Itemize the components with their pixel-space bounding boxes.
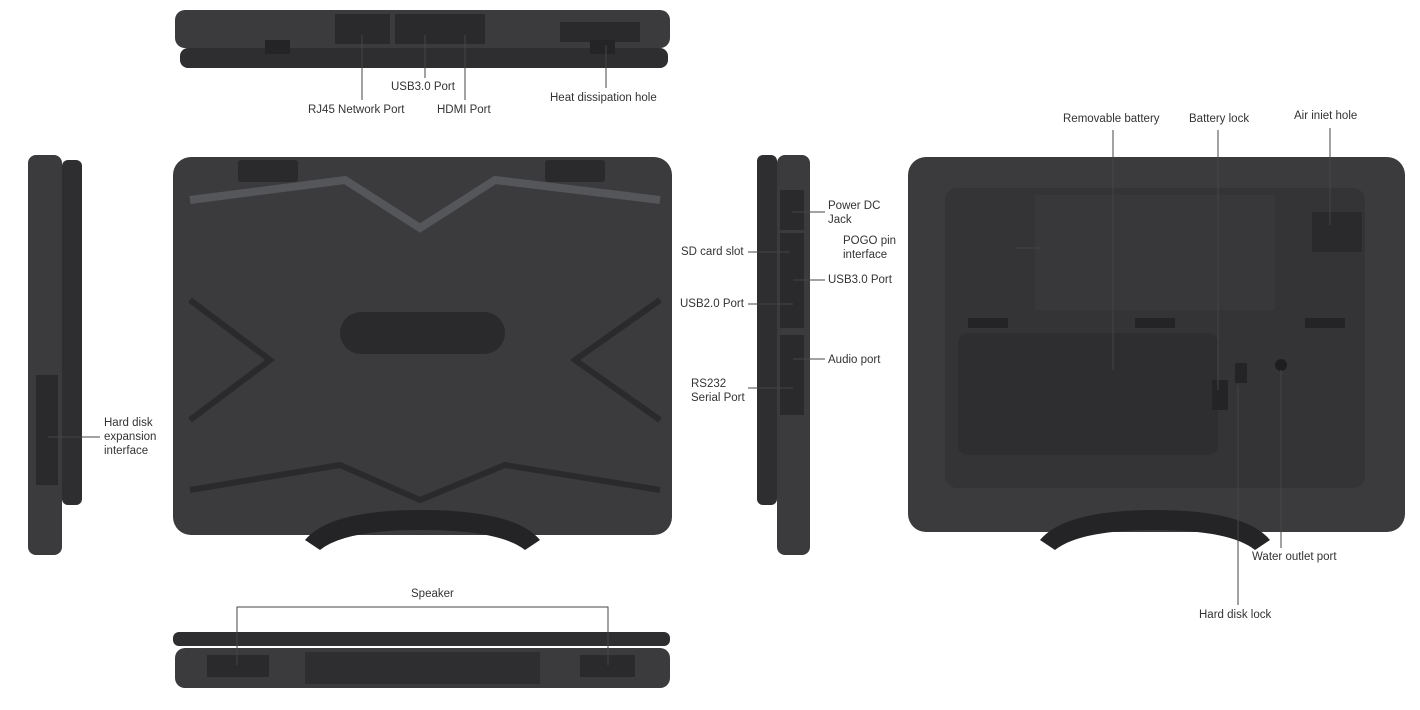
- label-usb30-rear: USB3.0 Port: [391, 81, 455, 93]
- label-usb30-side: USB3.0 Port: [828, 274, 892, 286]
- label-usb20: USB2.0 Port: [680, 298, 744, 310]
- right-side-view: [757, 155, 810, 555]
- label-line: Power DC: [828, 200, 881, 212]
- label-power-dc: Power DC Jack: [828, 199, 880, 227]
- carry-handle: [305, 510, 540, 550]
- label-heat-dissipation: Heat dissipation hole: [550, 92, 657, 104]
- speaker-left: [207, 655, 269, 677]
- label-speaker: Speaker: [411, 588, 454, 600]
- speaker-right: [580, 655, 635, 677]
- battery: [958, 333, 1218, 455]
- label-line: Hard disk: [104, 417, 153, 429]
- front-edge-view: [173, 632, 670, 688]
- battery-lock: [1212, 380, 1228, 410]
- label-battery-lock: Battery lock: [1189, 113, 1250, 125]
- rear-edge-view: [175, 10, 670, 68]
- label-audio: Audio port: [828, 354, 881, 366]
- bottom-view: [908, 157, 1405, 550]
- label-hdd-lock: Hard disk lock: [1199, 609, 1272, 621]
- label-hdmi: HDMI Port: [437, 104, 491, 116]
- leader-lines: [48, 35, 1331, 665]
- label-line: Serial Port: [691, 392, 745, 404]
- label-sd-card: SD card slot: [681, 246, 744, 258]
- label-air-inlet: Air iniet hole: [1294, 110, 1358, 122]
- label-line: POGO pin: [843, 235, 897, 247]
- usb-hdmi-port-cover: [395, 14, 485, 44]
- label-rj45: RJ45 Network Port: [308, 104, 405, 116]
- label-line: expansion: [104, 431, 157, 443]
- heat-vent: [560, 22, 640, 42]
- label-line: interface: [843, 249, 888, 261]
- lid-view: [173, 157, 672, 550]
- air-inlet-grille: [1312, 212, 1362, 252]
- label-removable-battery: Removable battery: [1063, 113, 1160, 125]
- label-line: Jack: [828, 214, 852, 226]
- left-side-view: [28, 155, 82, 555]
- label-line: RS232: [691, 378, 727, 390]
- water-outlet: [1275, 359, 1287, 371]
- label-pogo: POGO pin interface: [843, 234, 896, 262]
- label-rs232: RS232 Serial Port: [691, 377, 745, 405]
- label-line: interface: [104, 445, 149, 457]
- label-water-outlet: Water outlet port: [1252, 551, 1337, 563]
- hdd-bay: [36, 375, 58, 485]
- label-hdd-expansion: Hard disk expansion interface: [104, 416, 156, 458]
